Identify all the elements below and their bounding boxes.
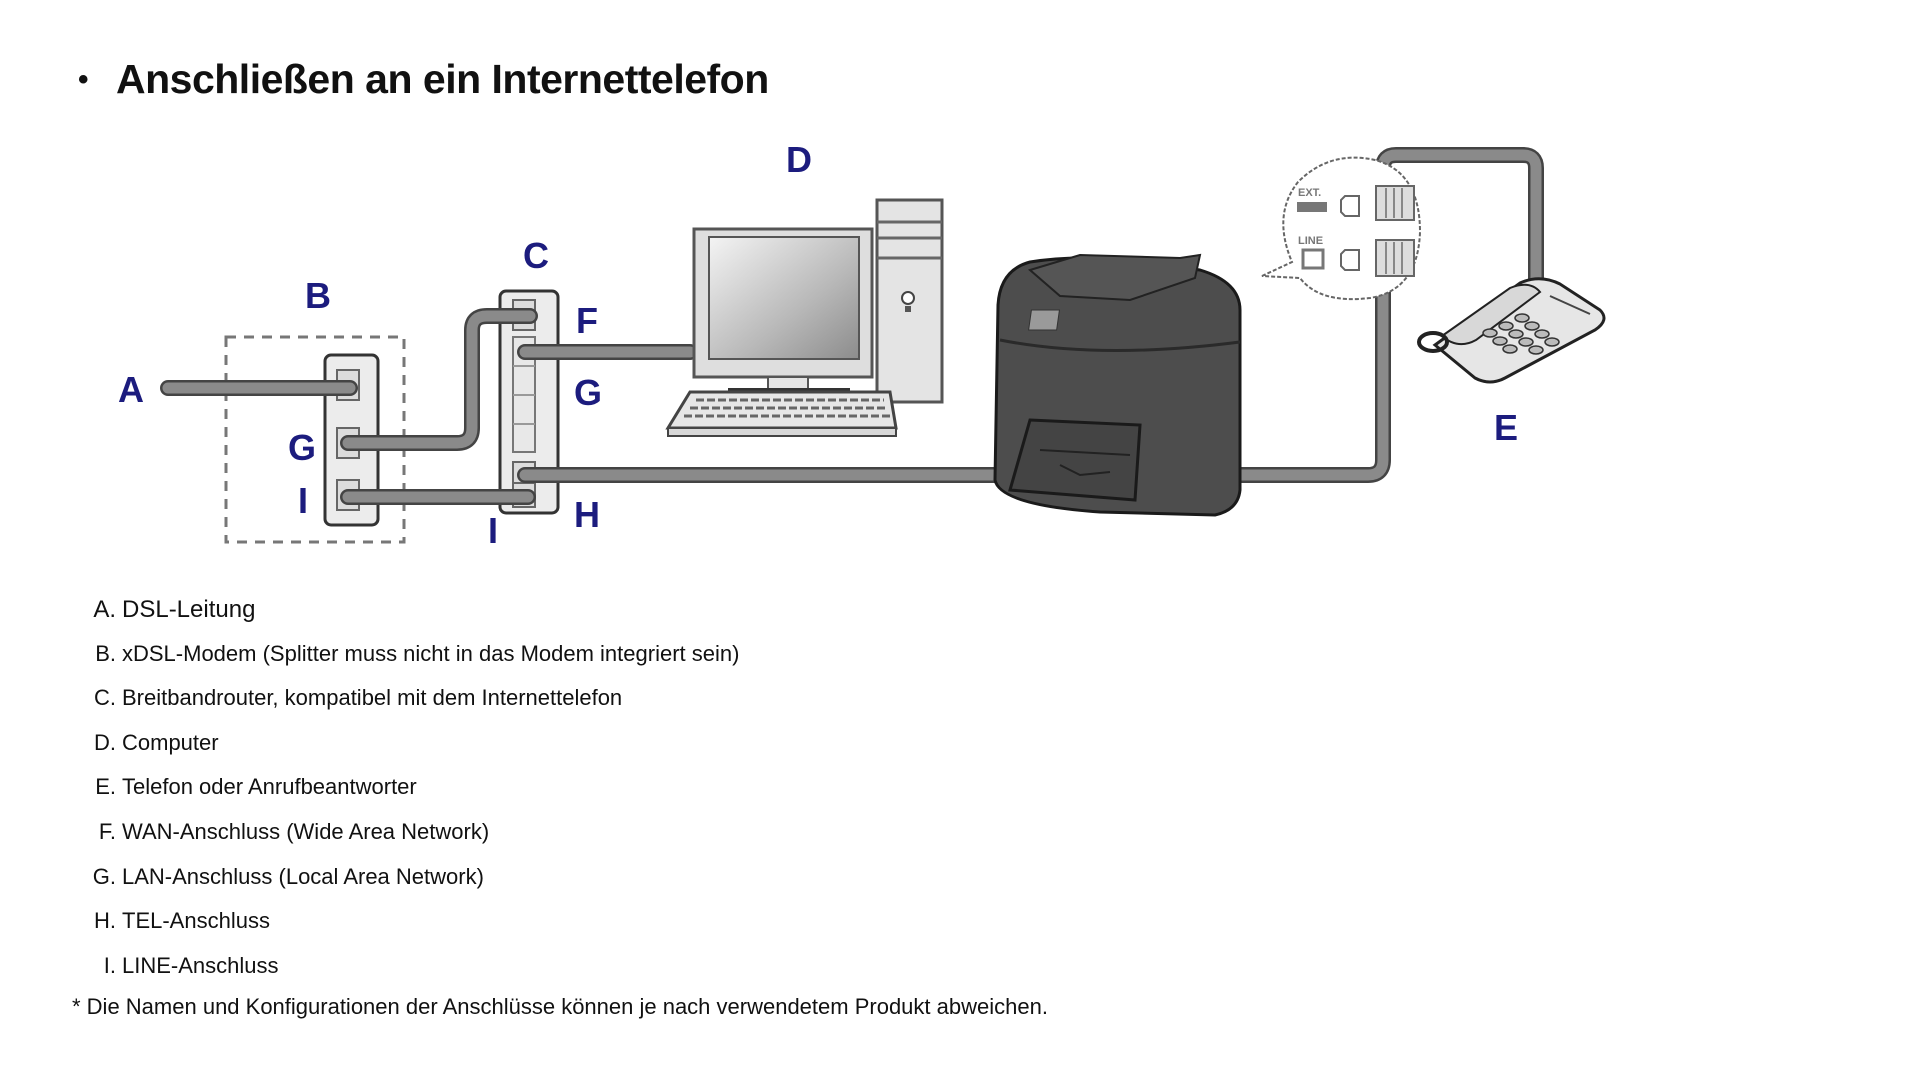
bullet-icon: • xyxy=(78,63,89,96)
cable-modem-to-wan xyxy=(340,308,538,451)
legend-item-d: D.Computer xyxy=(82,730,739,775)
balloon-shape xyxy=(1261,156,1422,301)
legend-key: C. xyxy=(94,685,116,711)
label-g-modem: G xyxy=(288,427,316,468)
computer xyxy=(665,198,944,437)
connection-diagram: EXT. LINE A B C D E F G H G I I xyxy=(118,139,1606,551)
legend-item-i: I.LINE-Anschluss xyxy=(82,953,739,998)
legend-item-b: B.xDSL-Modem (Splitter muss nicht in das… xyxy=(82,641,739,686)
legend-key: E. xyxy=(95,774,116,800)
legend-key: F. xyxy=(98,818,116,844)
output-tray xyxy=(1008,418,1142,502)
label-e: E xyxy=(1494,407,1518,448)
legend-item-a: A.DSL-Leitung xyxy=(82,596,739,641)
legend-item-e: E.Telefon oder Anrufbeantworter xyxy=(82,774,739,819)
phone-keypad xyxy=(1482,313,1560,355)
ext-port-label: EXT. xyxy=(1298,187,1321,199)
label-g-router: G xyxy=(574,372,602,413)
port-closeup-balloon: EXT. LINE xyxy=(1261,156,1422,301)
document-feeder xyxy=(1027,253,1202,302)
legend-item-g: G.LAN-Anschluss (Local Area Network) xyxy=(82,864,739,909)
legend-text: Computer xyxy=(122,729,219,755)
legend-text: LINE-Anschluss xyxy=(122,952,279,978)
legend-text: WAN-Anschluss (Wide Area Network) xyxy=(122,818,490,844)
label-b: B xyxy=(305,275,331,316)
legend-text: Breitbandrouter, kompatibel mit dem Inte… xyxy=(122,685,623,711)
keyboard xyxy=(665,390,898,430)
label-c: C xyxy=(523,235,549,276)
legend-text: Telefon oder Anrufbeantworter xyxy=(122,774,417,800)
label-a: A xyxy=(118,369,144,410)
legend-text: LAN-Anschluss (Local Area Network) xyxy=(122,863,484,889)
legend-list: A.DSL-Leitung B.xDSL-Modem (Splitter mus… xyxy=(82,596,740,998)
phone-handset xyxy=(1440,283,1542,346)
power-button-icon xyxy=(901,291,915,305)
label-f: F xyxy=(576,300,598,341)
legend-item-f: F.WAN-Anschluss (Wide Area Network) xyxy=(82,819,739,864)
monitor-screen xyxy=(708,236,860,360)
label-i-modem: I xyxy=(298,480,308,521)
phone-cord-coil xyxy=(1417,331,1449,353)
page-title: • Anschließen an ein Internettelefon xyxy=(78,56,769,103)
printer xyxy=(993,253,1242,517)
label-h: H xyxy=(574,494,600,535)
label-i-router: I xyxy=(488,510,498,551)
legend-key: B. xyxy=(95,640,116,666)
modem-dashed-boundary xyxy=(224,335,406,544)
legend-text: DSL-Leitung xyxy=(122,596,256,623)
legend-item-c: C.Breitbandrouter, kompatibel mit dem In… xyxy=(82,685,739,730)
legend-key: I. xyxy=(103,952,116,978)
legend-text: xDSL-Modem (Splitter muss nicht in das M… xyxy=(122,640,740,666)
legend-key: D. xyxy=(94,729,116,755)
line-port-label: LINE xyxy=(1298,235,1323,247)
cable-tel-to-printer-line xyxy=(517,254,1391,483)
label-d: D xyxy=(786,139,812,180)
legend-text: TEL-Anschluss xyxy=(122,908,270,934)
title-text: Anschließen an ein Internettelefon xyxy=(116,56,769,102)
legend-key: A. xyxy=(93,596,116,623)
router-lan-port-dividers xyxy=(513,365,535,425)
footnote: * Die Namen und Konfigurationen der Ansc… xyxy=(72,994,1048,1019)
telephone xyxy=(1417,277,1606,384)
legend-key: H. xyxy=(94,908,116,934)
legend-item-h: H.TEL-Anschluss xyxy=(82,908,739,953)
legend-key: G. xyxy=(92,863,116,889)
printer-control-panel xyxy=(1028,309,1061,331)
